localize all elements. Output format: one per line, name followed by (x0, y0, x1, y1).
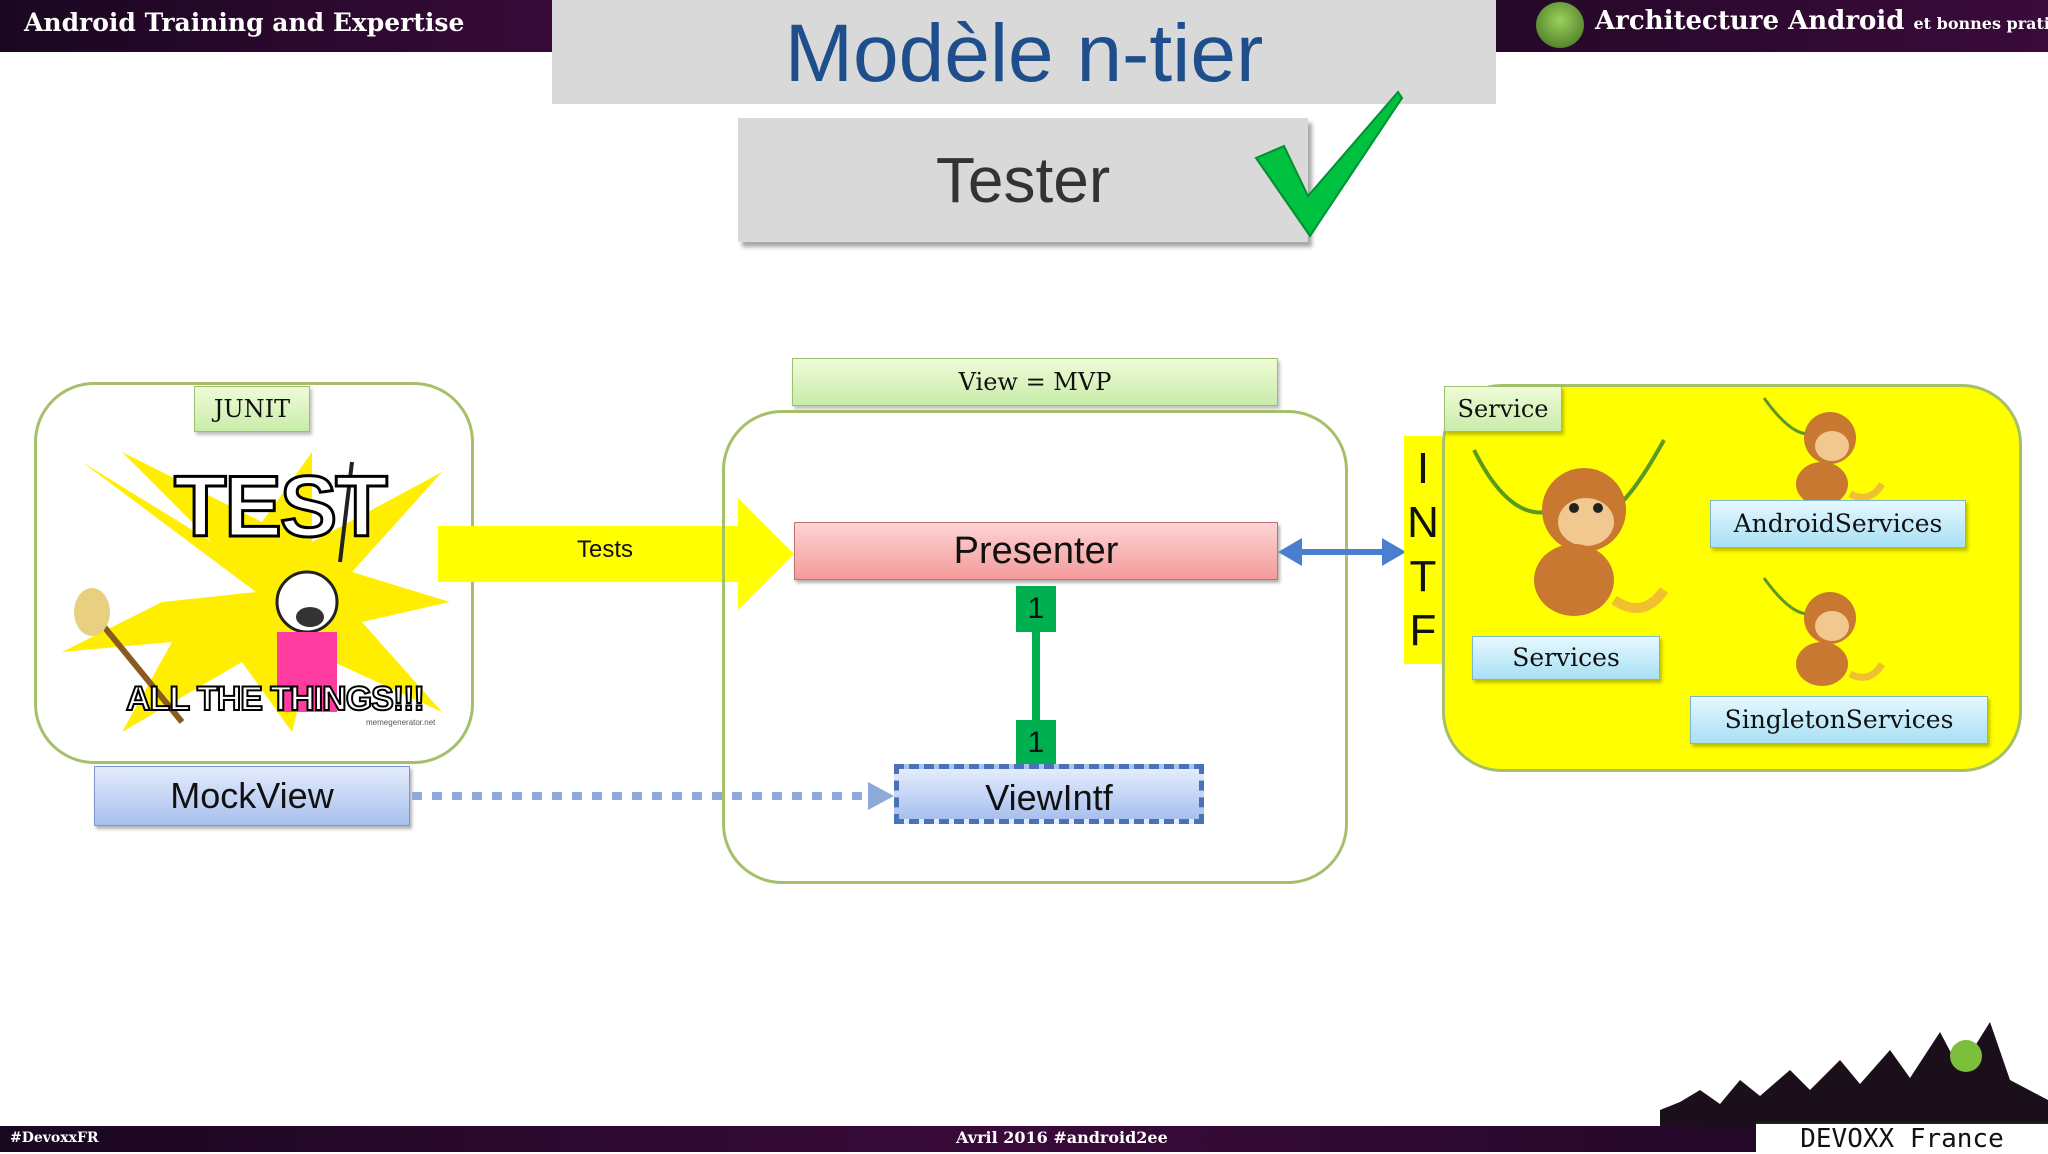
paris-skyline-logo (1660, 1020, 2048, 1126)
multiplicity-top: 1 (1016, 586, 1056, 632)
presenter-viewintf-link (1032, 630, 1040, 720)
meme-top-text: TEST (174, 458, 354, 557)
intf-letter-i: I (1404, 444, 1442, 494)
viewintf-box: ViewIntf (894, 764, 1204, 824)
presenter-box: Presenter (794, 522, 1278, 580)
header-left-title: Android Training and Expertise (24, 8, 464, 37)
mockview-box: MockView (94, 766, 410, 826)
meme-bottom-text: ALL THE THINGS!!! (126, 680, 406, 719)
tests-arrow-label: Tests (540, 536, 670, 564)
presenter-service-double-arrow (1276, 530, 1408, 574)
intf-letter-f: F (1404, 606, 1442, 656)
monkey-icon-singleton (1760, 568, 1890, 692)
header-right-main: Architecture Android (1595, 6, 1904, 36)
intf-letter-n: N (1404, 498, 1442, 548)
view-mvp-label: View = MVP (792, 358, 1278, 406)
singleton-services-box: SingletonServices (1690, 696, 1988, 744)
devoxx-france-logo: DEVOXX France (1756, 1122, 2048, 1154)
services-box: Services (1472, 636, 1660, 680)
header-right-title: Architecture Android et bonnes pratiques (1595, 6, 2048, 36)
intf-letter-t: T (1404, 552, 1442, 602)
tester-label: Tester (738, 118, 1308, 242)
android-services-box: AndroidServices (1710, 500, 1966, 548)
service-label: Service (1444, 386, 1562, 432)
monkey-icon-android (1760, 388, 1890, 512)
mockview-viewintf-dashed-arrow (408, 776, 898, 816)
header-right-sub: et bonnes pratiques (1914, 14, 2048, 33)
multiplicity-bottom: 1 (1016, 720, 1056, 766)
junit-label: JUNIT (194, 386, 310, 432)
footer-date: Avril 2016 #android2ee (956, 1128, 1168, 1147)
footer-hashtag: #DevoxxFR (10, 1130, 99, 1146)
meme-credit: memegenerator.net (366, 718, 435, 727)
android-robot-icon (1536, 2, 1584, 48)
monkey-icon-large (1464, 430, 1684, 630)
checkmark-icon (1252, 90, 1412, 240)
